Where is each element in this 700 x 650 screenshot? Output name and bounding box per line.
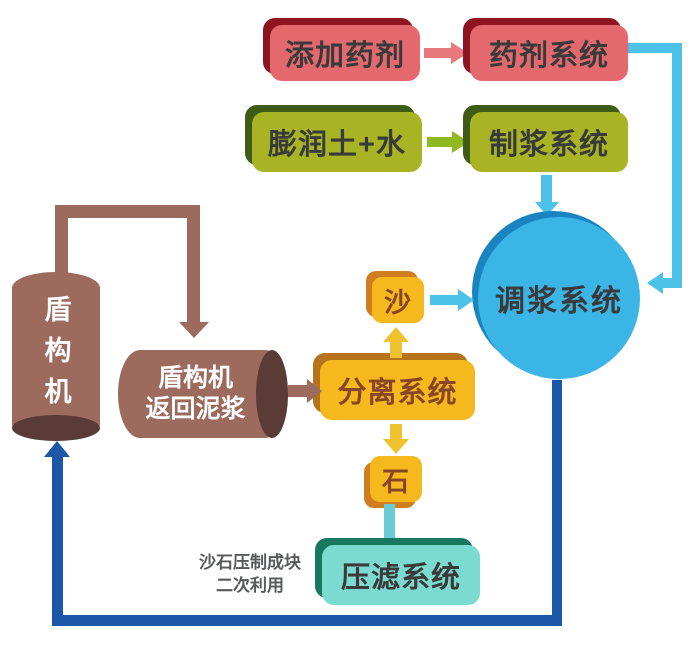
brown-loop-arrowhead-down-icon [179, 322, 209, 338]
node-add-agent: 添加药剂 [270, 25, 420, 81]
caption-line2: 二次利用 [216, 575, 284, 595]
node-agent-system: 药剂系统 [470, 25, 628, 81]
arrow-making-to-mixing-body [541, 175, 552, 202]
node-add-agent-label: 添加药剂 [284, 40, 405, 72]
caption-line1: 沙石压制成块 [199, 553, 301, 572]
node-sand-label: 沙 [384, 287, 412, 318]
node-shield-return-slurry: 盾构机 返回泥浆 [118, 350, 288, 438]
brown-loop-right-segment [187, 205, 200, 323]
arrow-stone-to-filter-body [384, 504, 395, 538]
return-slurry-right-cap [256, 350, 288, 438]
node-filter-press-system-label: 压滤系统 [340, 562, 461, 594]
node-stone: 石 [370, 456, 422, 502]
cyan-elbow-right-segment [672, 43, 682, 288]
arrow-bentonite-head-icon [452, 131, 469, 153]
cyan-elbow-top-segment [628, 43, 682, 53]
caption-reuse-note: 沙石压制成块 二次利用 [175, 552, 325, 598]
node-sand: 沙 [372, 277, 424, 323]
blue-loop-right-segment [552, 380, 562, 617]
node-filter-press-system: 压滤系统 [322, 545, 480, 605]
node-bentonite-water: 膨润土+水 [252, 112, 422, 172]
arrow-separation-to-stone-head-icon [383, 439, 409, 454]
blue-loop-arrowhead-up-icon [44, 441, 70, 457]
node-separation-system-label: 分离系统 [337, 377, 458, 409]
node-shield-machine: 盾构机 [12, 272, 100, 441]
arrow-separation-to-sand-head-icon [383, 327, 409, 342]
node-separation-system: 分离系统 [320, 360, 475, 420]
blue-loop-left-segment [52, 456, 63, 626]
node-agent-system-label: 药剂系统 [488, 40, 609, 72]
brown-loop-top-segment [55, 205, 200, 218]
arrow-return-to-separation-head-icon [307, 379, 322, 403]
brown-loop-left-segment [55, 205, 68, 277]
node-return-slurry-label-line2: 返回泥浆 [145, 395, 246, 423]
node-slurry-making-system-label: 制浆系统 [488, 129, 609, 161]
node-return-slurry-label-line1: 盾构机 [157, 363, 233, 392]
arrow-making-to-mixing-head-icon [535, 202, 559, 216]
arrow-sand-to-mixing-body [430, 295, 458, 305]
arrow-sand-to-mixing-head-icon [458, 289, 474, 311]
node-slurry-making-system: 制浆系统 [470, 112, 628, 172]
shield-machine-bottom-cap [12, 415, 100, 441]
arrow-return-to-separation-body [288, 385, 307, 397]
node-slurry-mixing-system-label: 调浆系统 [495, 285, 623, 318]
arrow-separation-to-sand-body [390, 342, 402, 358]
arrow-separation-to-stone-body [390, 424, 402, 439]
cyan-elbow-bottom-segment [663, 278, 682, 288]
arrow-add-agent-head-icon [451, 42, 468, 64]
node-stone-label: 石 [382, 466, 410, 497]
arrow-add-agent-body [424, 48, 451, 58]
node-bentonite-water-label: 膨润土+水 [268, 129, 406, 161]
node-shield-machine-label: 盾构机 [40, 294, 71, 418]
arrow-bentonite-body [427, 137, 452, 147]
cyan-elbow-arrowhead-left-icon [647, 272, 663, 294]
blue-loop-bottom-segment [52, 615, 562, 626]
node-slurry-mixing-system: 调浆系统 [478, 217, 640, 379]
